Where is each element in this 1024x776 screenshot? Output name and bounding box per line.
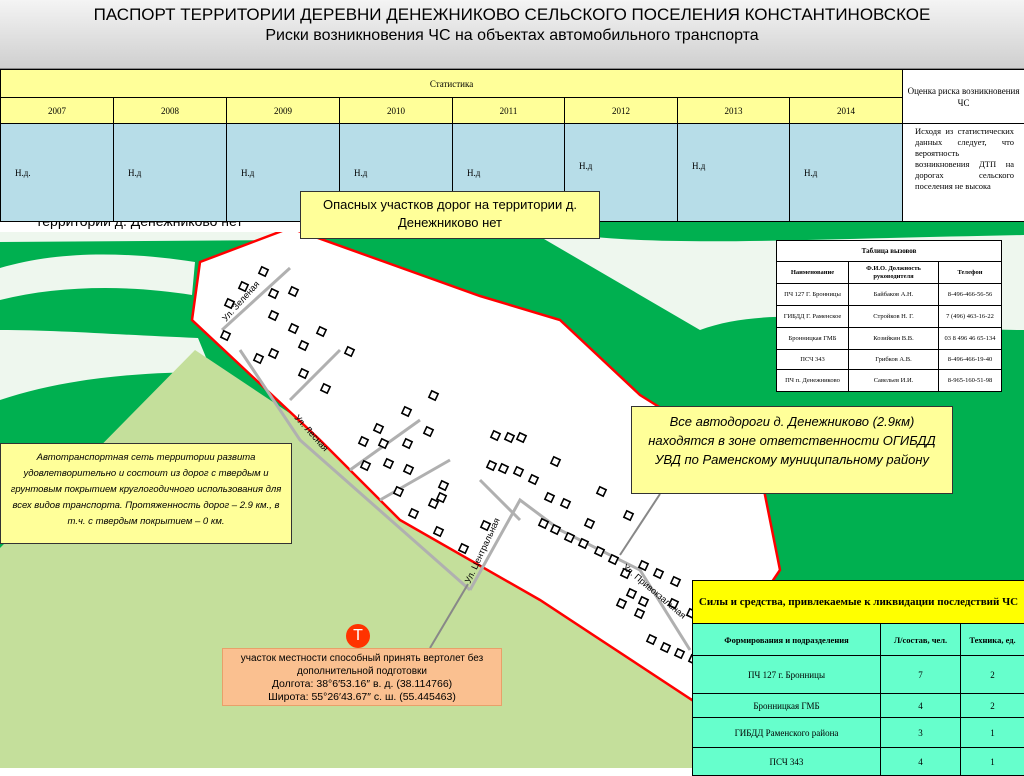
calls-cell: Савельев И.И.	[849, 370, 939, 392]
table-row: ПСЧ 343 Грибков А.В. 8-496-466-19-40	[777, 350, 1002, 370]
road-network-callout: Автотранспортная сеть территории развита…	[0, 443, 292, 544]
calls-cell: ПСЧ 343	[777, 350, 849, 370]
value-cell: Н.д.	[1, 124, 114, 222]
year-cell: 2013	[678, 98, 790, 124]
year-cell: 2010	[340, 98, 453, 124]
calls-cell: Стройков Н. Г.	[849, 306, 939, 328]
calls-cell: ПЧ п. Денежниково	[777, 370, 849, 392]
year-cell: 2009	[227, 98, 340, 124]
table-row: ПЧ 127 г. Бронницы 7 2	[693, 656, 1024, 694]
forces-cell: ПСЧ 343	[693, 748, 881, 776]
forces-cell: 1	[961, 718, 1024, 748]
calls-cell: Козийкин В.В.	[849, 328, 939, 350]
forces-cell: ПЧ 127 г. Бронницы	[693, 656, 881, 694]
forces-cell: ГИБДД Раменского района	[693, 718, 881, 748]
calls-header: Наименование	[777, 262, 849, 284]
year-cell: 2011	[453, 98, 565, 124]
forces-cell: 1	[961, 748, 1024, 776]
year-cell: 2012	[565, 98, 678, 124]
page-header: ПАСПОРТ ТЕРРИТОРИИ ДЕРЕВНИ ДЕНЕЖНИКОВО С…	[0, 0, 1024, 69]
value-cell: Н.д	[790, 124, 903, 222]
calls-cell: 8-496-466-19-40	[939, 350, 1002, 370]
helipad-longitude: Долгота: 38°6′53.16″ в. д. (38.114766)	[227, 678, 497, 691]
helipad-latitude: Широта: 55°26′43.67″ с. ш. (55.445463)	[227, 691, 497, 704]
forces-cell: 4	[881, 694, 961, 718]
page-title: ПАСПОРТ ТЕРРИТОРИИ ДЕРЕВНИ ДЕНЕЖНИКОВО С…	[0, 5, 1024, 25]
calls-cell: Байбаков А.Н.	[849, 284, 939, 306]
calls-header: Телефон	[939, 262, 1002, 284]
calls-cell: 03 8 496 46 65-134	[939, 328, 1002, 350]
calls-cell: ГИБДД Г. Раменское	[777, 306, 849, 328]
forces-cell: 2	[961, 656, 1024, 694]
helipad-info: участок местности способный принять верт…	[222, 648, 502, 706]
forces-cell: Бронницкая ГМБ	[693, 694, 881, 718]
helipad-icon: Т	[346, 624, 370, 648]
calls-table: Таблица вызовов Наименование Ф.И.О. Долж…	[776, 240, 1002, 392]
year-cell: 2007	[1, 98, 114, 124]
forces-header: Техника, ед.	[961, 624, 1024, 656]
value-cell: Н.д	[678, 124, 790, 222]
calls-cell: 7 (496) 463-16-22	[939, 306, 1002, 328]
calls-cell: 8-496-466-56-56	[939, 284, 1002, 306]
year-cell: 2014	[790, 98, 903, 124]
table-row: ПСЧ 343 4 1	[693, 748, 1024, 776]
table-row: ПЧ п. Денежниково Савельев И.И. 8-965-16…	[777, 370, 1002, 392]
table-row: ПЧ 127 Г. Бронницы Байбаков А.Н. 8-496-4…	[777, 284, 1002, 306]
calls-table-caption: Таблица вызовов	[777, 241, 1002, 262]
responsibility-callout: Все автодороги д. Денежниково (2.9км) на…	[631, 406, 953, 494]
forces-cell: 4	[881, 748, 961, 776]
risk-text: Исходя из статистических данных следует,…	[903, 124, 1024, 222]
forces-cell: 7	[881, 656, 961, 694]
forces-cell: 2	[961, 694, 1024, 718]
table-row: Бронницкая ГМБ 4 2	[693, 694, 1024, 718]
value-cell: Н.д	[114, 124, 227, 222]
helipad-description: участок местности способный принять верт…	[227, 652, 497, 678]
forces-cell: 3	[881, 718, 961, 748]
page-subtitle: Риски возникновения ЧС на объектах автом…	[0, 27, 1024, 45]
calls-cell: ПЧ 127 Г. Бронницы	[777, 284, 849, 306]
year-cell: 2008	[114, 98, 227, 124]
calls-cell: Бронницкая ГМБ	[777, 328, 849, 350]
forces-table-caption: Силы и средства, привлекаемые к ликвидац…	[693, 581, 1024, 624]
table-row: Бронницкая ГМБ Козийкин В.В. 03 8 496 46…	[777, 328, 1002, 350]
table-row: ГИБДД Раменского района 3 1	[693, 718, 1024, 748]
calls-cell: 8-965-160-51-98	[939, 370, 1002, 392]
calls-header: Ф.И.О. Должность руководителя	[849, 262, 939, 284]
forces-header: Л/состав, чел.	[881, 624, 961, 656]
statistics-header: Статистика	[1, 70, 903, 98]
forces-table: Силы и средства, привлекаемые к ликвидац…	[692, 580, 1024, 776]
dangerous-roads-callout: Опасных участков дорог на территории д. …	[300, 191, 600, 239]
calls-cell: Грибков А.В.	[849, 350, 939, 370]
risk-header: Оценка риска возникновения ЧС	[903, 70, 1024, 124]
table-row: ГИБДД Г. Раменское Стройков Н. Г. 7 (496…	[777, 306, 1002, 328]
forces-header: Формирования и подразделения	[693, 624, 881, 656]
